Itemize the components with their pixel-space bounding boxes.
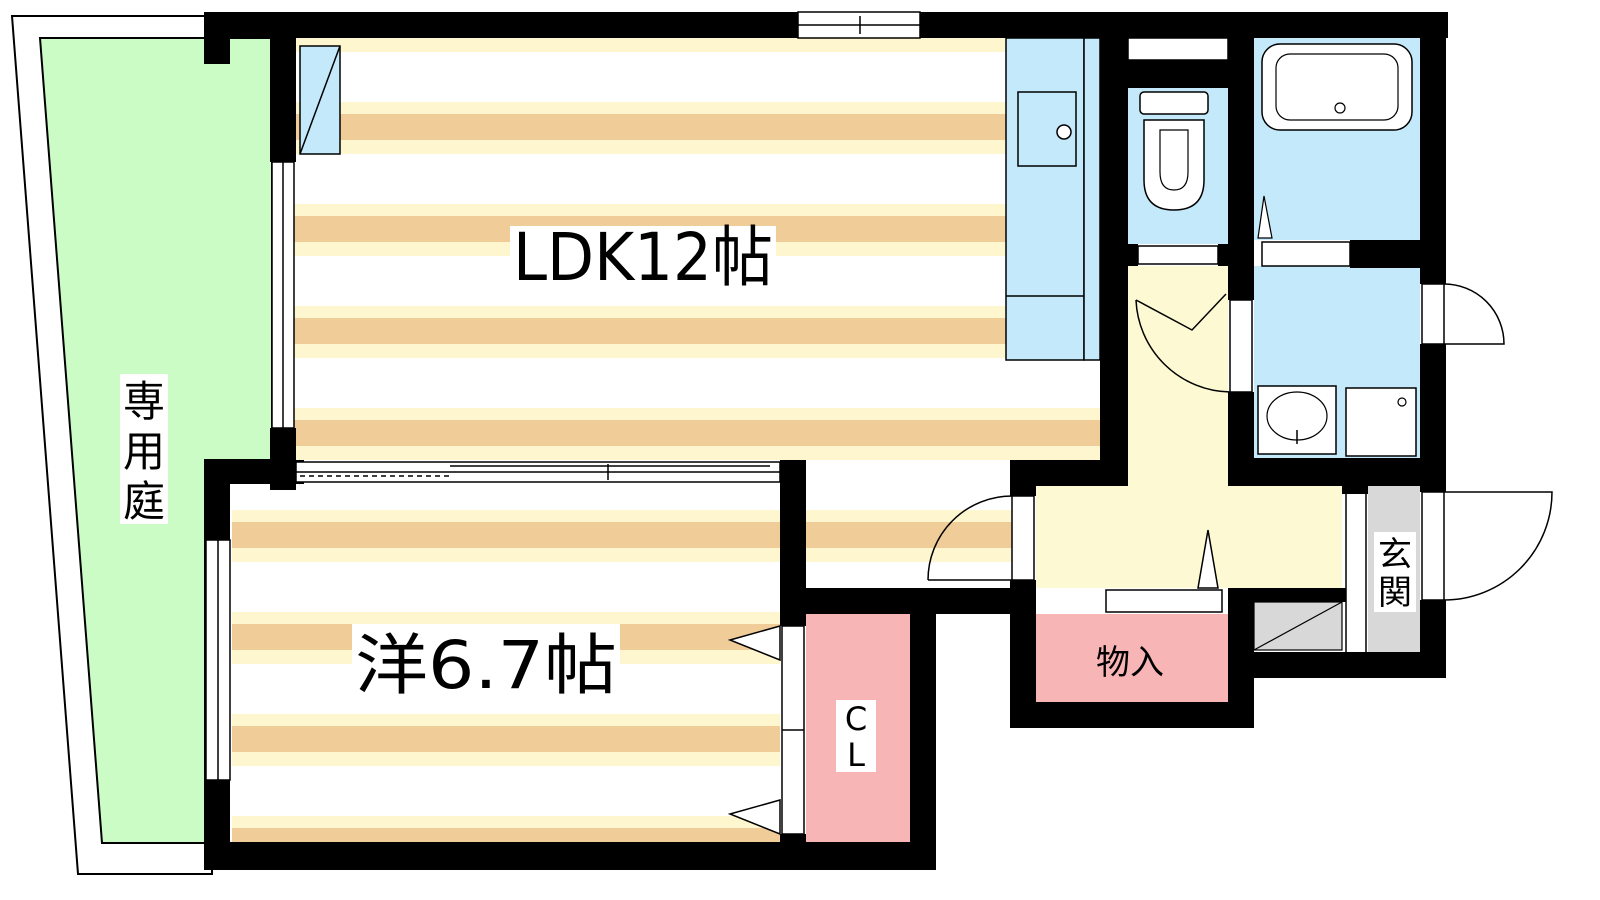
kitchen-counter-back [1083,37,1101,361]
ldk-label: LDK12帖 [513,219,773,296]
windows [205,11,1229,781]
toilet-tank-icon [1139,91,1209,115]
toilet-icon [1143,119,1205,211]
door-marker-icon [1257,195,1273,239]
bathtub-icon [1261,43,1413,131]
closet-label-1: C [845,700,867,738]
garden-label-1: 専 [123,377,165,426]
entrance-label-2: 関 [1378,573,1412,613]
storage-label: 物入 [1096,643,1164,683]
sliding-door [295,461,781,483]
doors [727,241,1553,836]
western-room-label: 洋6.7帖 [355,627,617,704]
closet-label-2: L [847,736,865,774]
kitchen-counter [1005,37,1085,361]
garden-label-2: 用 [123,427,165,476]
garden-label-3: 庭 [123,477,165,526]
walls [204,12,1448,870]
hallway-floor [1036,266,1342,588]
storage-room [1036,614,1228,702]
washing-machine-icon [1345,387,1417,457]
ldk-floor-lower [806,460,1016,588]
sink-icon [1017,91,1077,167]
entrance-label-1: 玄 [1378,535,1412,575]
